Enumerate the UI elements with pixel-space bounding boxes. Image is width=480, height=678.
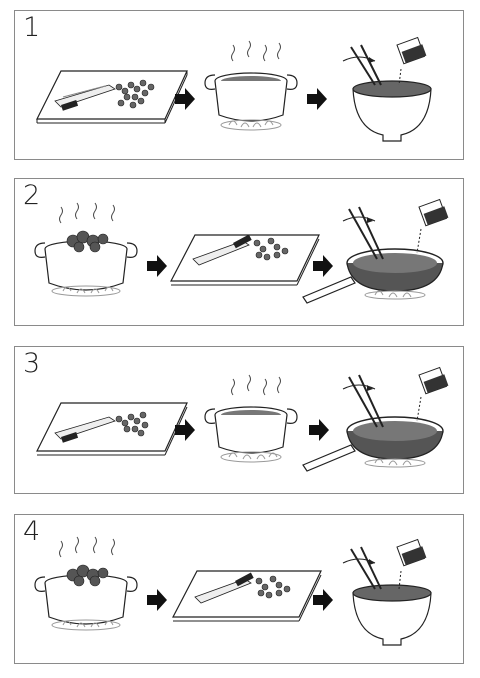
bowl-icon: [342, 36, 432, 142]
sauce-bottle-icon: [396, 36, 427, 65]
step-1-illustration: [36, 36, 432, 142]
step-2-illustration: [34, 198, 449, 304]
pot-icon: [34, 202, 138, 297]
arrow-right-icon: [309, 419, 329, 441]
frying-pan-icon: [302, 198, 449, 304]
step-number: 4: [23, 516, 41, 547]
pot-icon: [204, 40, 298, 131]
arrow-right-icon: [313, 255, 333, 277]
step-number: 1: [23, 12, 41, 43]
step-panel-2: 2: [14, 178, 464, 326]
sauce-bottle-icon: [418, 366, 449, 395]
cutting-board-icon: [170, 234, 320, 286]
arrow-right-icon: [147, 589, 167, 611]
frying-pan-icon: [302, 366, 449, 472]
step-4-illustration: [34, 536, 432, 646]
step-panel-1: 1: [14, 10, 464, 160]
step-panel-3: 3: [14, 346, 464, 494]
sauce-bottle-icon: [396, 538, 427, 567]
step-panel-4: 4: [14, 514, 464, 664]
cutting-board-icon: [36, 402, 188, 456]
arrow-right-icon: [175, 88, 195, 110]
pot-icon: [204, 374, 298, 463]
arrow-right-icon: [147, 255, 167, 277]
cutting-board-icon: [172, 570, 322, 622]
sauce-bottle-icon: [418, 198, 449, 227]
pot-icon: [34, 536, 138, 631]
arrow-right-icon: [307, 88, 327, 110]
arrow-right-icon: [313, 589, 333, 611]
bowl-icon: [342, 538, 432, 646]
step-number: 3: [23, 348, 41, 379]
arrow-right-icon: [175, 419, 195, 441]
step-number: 2: [23, 180, 41, 211]
cutting-board-icon: [36, 70, 188, 124]
step-3-illustration: [36, 366, 449, 472]
